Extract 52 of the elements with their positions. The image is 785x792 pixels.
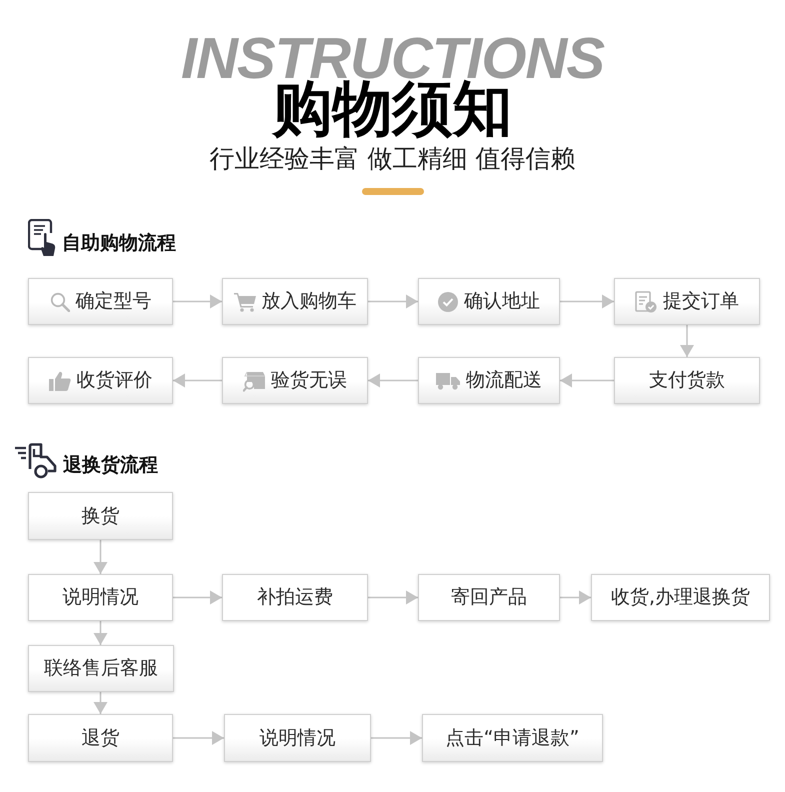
step-label: 收货,办理退换货	[610, 588, 750, 607]
step-box	[28, 357, 173, 404]
step-label: 点击“申请退款”	[446, 728, 580, 748]
arrow	[680, 325, 694, 357]
arrow	[94, 692, 108, 714]
step-box	[28, 492, 173, 540]
arrow	[173, 590, 222, 604]
step-label: 退货	[82, 728, 120, 748]
arrow	[173, 294, 222, 308]
arrow	[368, 590, 418, 604]
step-box	[224, 714, 371, 762]
step-box	[28, 714, 173, 762]
arrow	[371, 731, 422, 745]
step-box	[222, 357, 368, 404]
arrow	[94, 540, 108, 574]
section-heading: 自助购物流程	[62, 234, 176, 253]
arrow	[560, 590, 591, 604]
subtitle: 行业经验丰富 做工精细 值得信赖	[208, 146, 576, 171]
step-label: 支付货款	[649, 371, 725, 390]
step-box	[28, 278, 173, 325]
step-label: 放入购物车	[262, 292, 356, 311]
step-label: 联络售后客服	[44, 659, 158, 678]
step-box	[418, 357, 560, 404]
step-box	[422, 714, 603, 762]
step-label: 换货	[82, 506, 120, 526]
step-label: 验货无误	[271, 371, 347, 390]
arrow	[173, 731, 224, 745]
step-box	[222, 574, 368, 621]
step-label: 物流配送	[466, 371, 542, 390]
arrow	[368, 374, 418, 388]
step-label: 说明情况	[260, 728, 336, 748]
section-heading: 退换货流程	[63, 456, 158, 475]
step-box	[418, 574, 560, 621]
step-label: 确认地址	[464, 292, 540, 311]
step-label: 说明情况	[62, 588, 138, 607]
arrow	[368, 294, 418, 308]
step-box	[28, 574, 173, 621]
step-label: 收货评价	[76, 371, 152, 390]
arrow	[560, 374, 614, 388]
step-label: 确定型号	[76, 292, 152, 311]
step-label: 补拍运费	[257, 588, 333, 607]
arrow	[560, 294, 614, 308]
step-box	[418, 278, 560, 325]
arrow	[94, 621, 108, 645]
step-box	[28, 645, 174, 692]
step-label: 寄回产品	[451, 588, 527, 607]
step-label: 提交订单	[663, 292, 739, 311]
arrow	[173, 374, 222, 388]
step-box	[222, 278, 368, 325]
step-box	[591, 574, 770, 621]
step-box	[614, 357, 760, 404]
step-box	[614, 278, 760, 325]
